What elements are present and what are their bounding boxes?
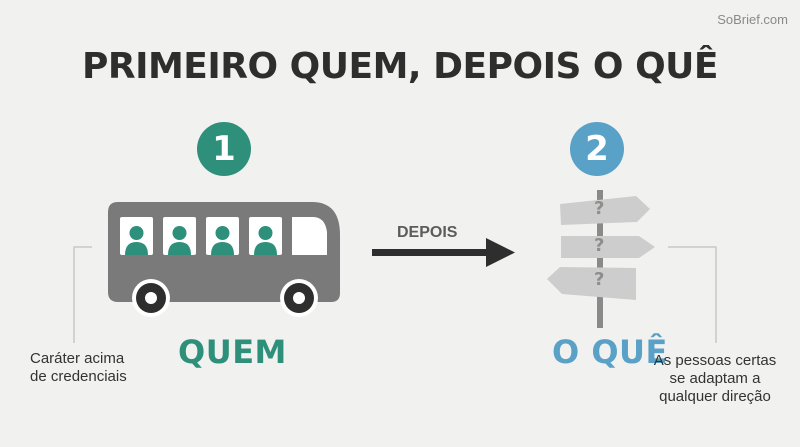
step-2-note: As pessoas certas se adaptam a qualquer … — [640, 352, 790, 406]
step-1-note: Caráter acima de credenciais — [30, 350, 127, 386]
person-icon — [254, 226, 277, 255]
person-icon — [211, 226, 234, 255]
right-bracket — [668, 246, 717, 343]
connector-label: DEPOIS — [397, 224, 458, 241]
bus-icon — [108, 202, 340, 317]
arrow-right-icon — [372, 238, 515, 267]
step-2-circle: 2 — [570, 122, 624, 176]
step-2-label: O QUÊ — [552, 333, 668, 371]
step-2-number: 2 — [585, 129, 609, 169]
sign-question-1: ? — [594, 198, 605, 219]
step-1-note-line: Caráter acima — [30, 350, 125, 367]
brand-watermark: SoBrief.com — [717, 12, 788, 27]
sign-question-3: ? — [594, 269, 605, 290]
step-2-note-line: As pessoas certas — [653, 352, 777, 369]
step-2-note-line: qualquer direção — [659, 388, 771, 405]
step-1-number: 1 — [212, 129, 236, 169]
step-1-label: QUEM — [178, 333, 287, 371]
step-1-note-line: de credenciais — [30, 368, 127, 385]
left-bracket — [73, 246, 92, 343]
step-1-circle: 1 — [197, 122, 251, 176]
person-icon — [125, 226, 148, 255]
signpost-icon — [547, 190, 655, 328]
step-2-note-line: se adaptam a — [669, 370, 761, 387]
sign-question-2: ? — [594, 235, 605, 256]
person-icon — [168, 226, 191, 255]
page-title: PRIMEIRO QUEM, DEPOIS O QUÊ — [81, 46, 719, 87]
